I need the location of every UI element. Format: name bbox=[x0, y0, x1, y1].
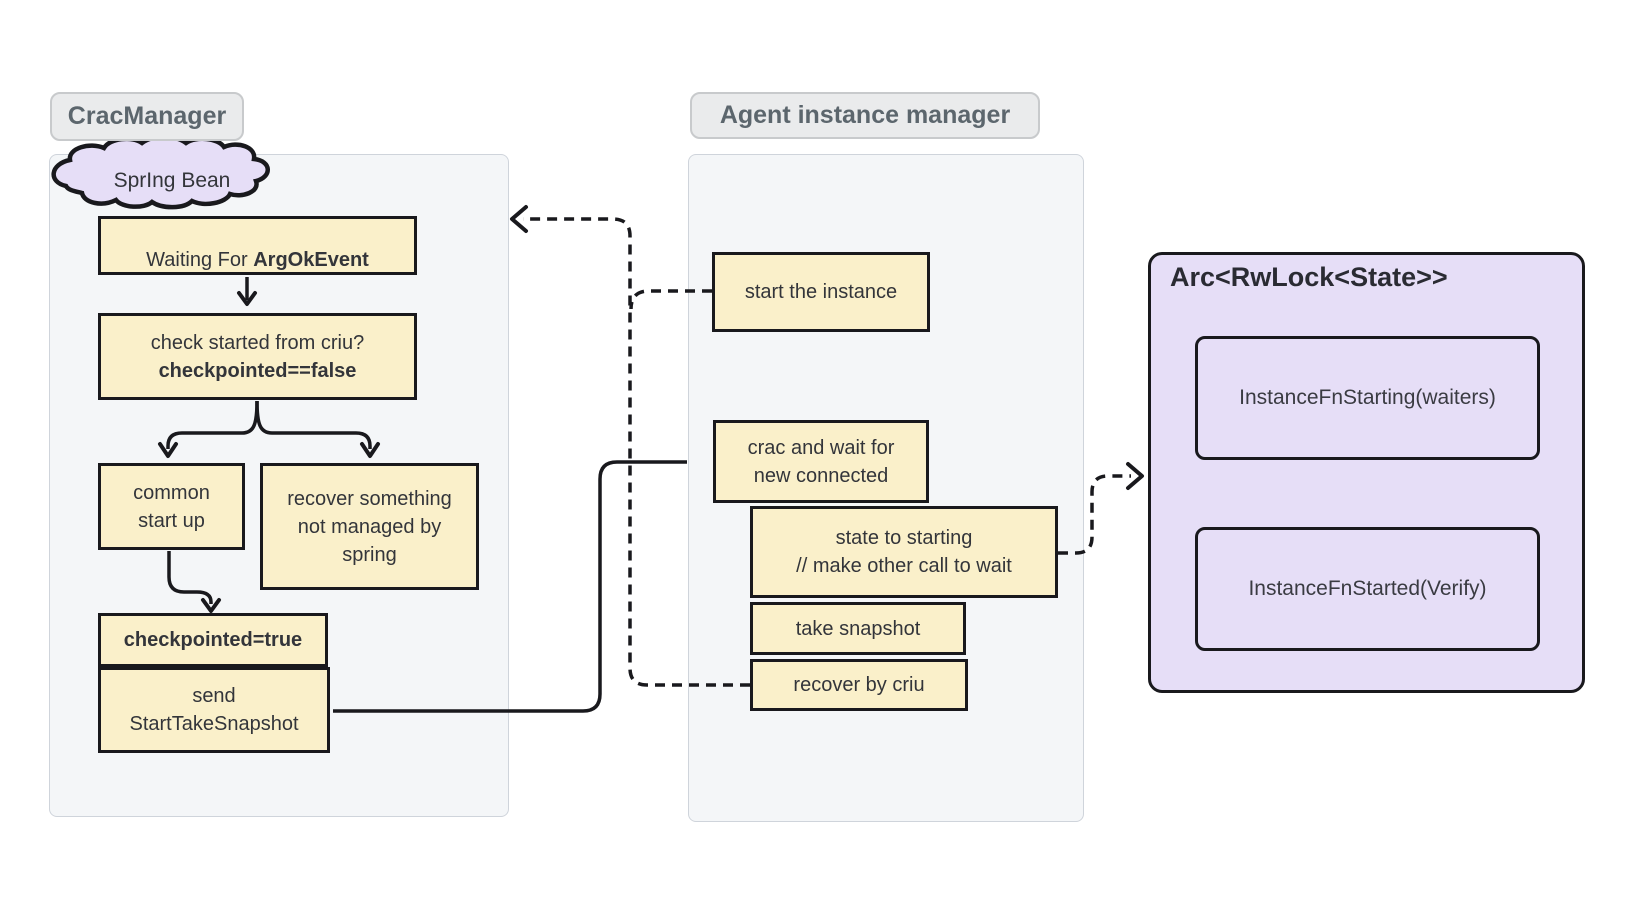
checkpointed-true-text: checkpointed=true bbox=[123, 629, 303, 651]
node-start-the-instance: start the instance bbox=[712, 252, 930, 332]
node-recover-unmanaged: recover something not managed by spring bbox=[260, 463, 479, 590]
agent-manager-title-text: Agent instance manager bbox=[719, 101, 1011, 129]
node-instancefn-starting: InstanceFnStarting(waiters) bbox=[1195, 336, 1540, 460]
start-instance-text: start the instance bbox=[744, 281, 898, 303]
check-question-text: check started from criu? bbox=[150, 331, 365, 354]
node-common-start-up: common start up bbox=[98, 463, 245, 550]
node-crac-and-wait: crac and wait for new connected bbox=[713, 420, 929, 503]
take-snapshot-text: take snapshot bbox=[795, 617, 921, 640]
arc-rwlock-state-title: Arc<RwLock<State>> bbox=[1170, 262, 1448, 293]
node-state-to-starting: state to starting // make other call to … bbox=[750, 506, 1058, 598]
state-to-starting-text: state to starting // make other call to … bbox=[796, 527, 1012, 577]
crac-and-wait-text: crac and wait for new connected bbox=[747, 436, 895, 487]
spring-bean-cloud-label: SprIng Bean bbox=[92, 163, 252, 199]
common-start-up-text: common start up bbox=[133, 481, 210, 532]
arrowhead-into-lock bbox=[1126, 462, 1144, 490]
label-agent-manager-title: Agent instance manager bbox=[690, 92, 1040, 139]
spring-bean-text: SprIng Bean bbox=[113, 169, 231, 192]
instancefn-started-text: InstanceFnStarted(Verify) bbox=[1248, 577, 1487, 600]
node-take-snapshot: take snapshot bbox=[750, 602, 966, 655]
node-instancefn-started: InstanceFnStarted(Verify) bbox=[1195, 527, 1540, 651]
instancefn-starting-text: InstanceFnStarting(waiters) bbox=[1239, 386, 1496, 409]
waiting-event-name: ArgOkEvent bbox=[253, 248, 369, 271]
node-send-starttakesnapshot: send StartTakeSnapshot bbox=[98, 667, 330, 753]
node-waiting-for-argokevent: Waiting For ArgOkEvent bbox=[98, 216, 417, 275]
node-checkpointed-true: checkpointed=true bbox=[98, 613, 328, 667]
node-recover-by-criu: recover by criu bbox=[750, 659, 968, 711]
arrowhead-into-cracmanager bbox=[510, 205, 528, 233]
check-condition-text: checkpointed==false bbox=[158, 359, 357, 382]
send-snapshot-text: send StartTakeSnapshot bbox=[129, 685, 299, 735]
recover-by-criu-text: recover by criu bbox=[793, 674, 925, 696]
recover-unmanaged-text: recover something not managed by spring bbox=[287, 487, 452, 566]
waiting-text: Waiting For ArgOkEvent bbox=[146, 218, 369, 274]
label-cracmanager-title: CracManager bbox=[50, 92, 244, 141]
node-check-started-from-criu: check started from criu? checkpointed==f… bbox=[98, 313, 417, 400]
waiting-prefix: Waiting For bbox=[146, 248, 254, 271]
arc-rwlock-state-title-text: Arc<RwLock<State>> bbox=[1170, 262, 1448, 292]
cracmanager-title-text: CracManager bbox=[67, 102, 227, 130]
